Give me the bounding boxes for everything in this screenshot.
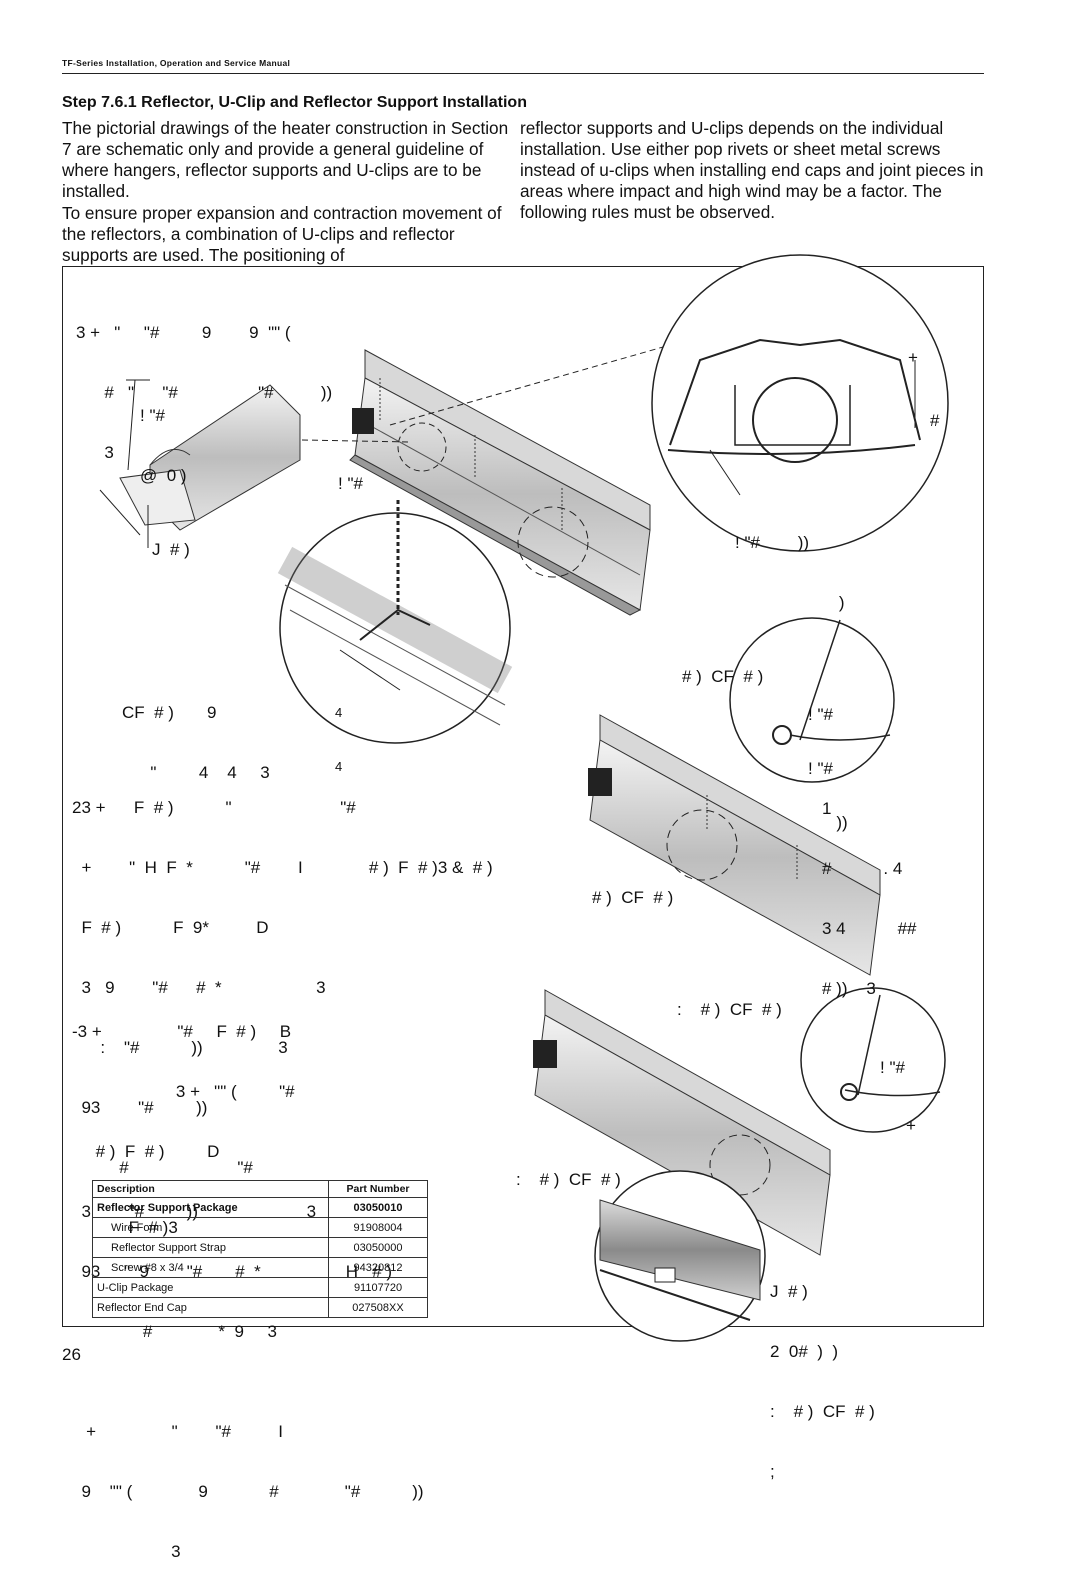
support-section-circle bbox=[651, 254, 949, 552]
support-label-c: ! "# bbox=[880, 1058, 905, 1077]
intro-paragraph-2: To ensure proper expansion and contracti… bbox=[62, 203, 502, 265]
header-part-number: Part Number bbox=[328, 1180, 428, 1198]
installation-drawings bbox=[99, 254, 949, 1342]
end-cap-label: ! "# @ 0 ) bbox=[140, 406, 187, 485]
row-description: Reflector End Cap bbox=[92, 1297, 329, 1318]
table-row: Reflector End Cap 027508XX bbox=[92, 1297, 428, 1318]
intro-paragraph-1: The pictorial drawings of the heater con… bbox=[62, 118, 509, 201]
step-title: Step 7.6.1 Reflector, U-Clip and Reflect… bbox=[62, 94, 527, 111]
hanger-detail-circle bbox=[277, 500, 513, 744]
support-label-b: ! "# )) ) bbox=[735, 533, 845, 612]
row-part-number: 027508XX bbox=[328, 1297, 428, 1318]
row-part-number: 94320812 bbox=[328, 1257, 428, 1278]
table-row: Reflector Support Package 03050010 bbox=[92, 1197, 428, 1218]
header-rule bbox=[62, 73, 984, 74]
row-description: Reflector Support Strap bbox=[92, 1237, 329, 1258]
clip-label-bottom: : # ) CF # ) bbox=[516, 1170, 621, 1189]
row-description: U-Clip Package bbox=[92, 1277, 329, 1298]
end-cap-detail bbox=[99, 379, 301, 548]
dimension-label: 4 4 bbox=[335, 705, 343, 774]
plus-label: + bbox=[906, 1116, 916, 1135]
running-head: TF-Series Installation, Operation and Se… bbox=[62, 58, 291, 68]
clip-label-mid: # ) CF # ) bbox=[682, 667, 764, 686]
intro-right-column: reflector supports and U-clips depends o… bbox=[520, 118, 990, 224]
intro-left-column: The pictorial drawings of the heater con… bbox=[62, 118, 512, 267]
table-row: U-Clip Package 91107720 bbox=[92, 1277, 428, 1298]
row-description: Reflector Support Package bbox=[92, 1197, 329, 1218]
bottom-heater-assembly bbox=[533, 989, 831, 1256]
joint-detail-circle bbox=[594, 1170, 766, 1342]
clip-spacing-label: CF # ) 9 " 4 4 3 bbox=[122, 703, 270, 782]
j-label: J # ) bbox=[152, 540, 190, 559]
header-description: Description bbox=[92, 1180, 329, 1198]
table-header-row: Description Part Number bbox=[92, 1180, 428, 1198]
page-number: 26 bbox=[62, 1345, 81, 1364]
table-row: Wire Form 91908004 bbox=[92, 1217, 428, 1238]
figure-frame bbox=[62, 266, 984, 1327]
row-part-number: 91107720 bbox=[328, 1277, 428, 1298]
clip-detail-circle bbox=[729, 617, 895, 783]
table-row: Reflector Support Strap 03050000 bbox=[92, 1237, 428, 1258]
row-description: Wire Form bbox=[92, 1217, 329, 1238]
clip-label-mid-2: # ) CF # ) bbox=[592, 888, 674, 907]
middle-heater-assembly bbox=[588, 714, 881, 976]
label-block-4-right: J # ) 2 0# ) ) : # ) CF # ) ; bbox=[770, 1282, 875, 1481]
row-description: Screw #8 x 3/4 bbox=[92, 1257, 329, 1278]
parts-table: Description Part Number Reflector Suppor… bbox=[92, 1180, 428, 1318]
top-right-labels: + # bbox=[908, 348, 940, 430]
row-part-number: 03050010 bbox=[328, 1197, 428, 1218]
row-part-number: 91908004 bbox=[328, 1217, 428, 1238]
clip-label-lower: : # ) CF # ) bbox=[677, 1000, 782, 1019]
table-row: Screw #8 x 3/4 94320812 bbox=[92, 1257, 428, 1278]
support-label-a: ! "# bbox=[338, 474, 363, 493]
intro-paragraph-3: reflector supports and U-clips depends o… bbox=[520, 118, 984, 222]
clip-side-labels: ! "# ! "# )) bbox=[808, 705, 848, 832]
top-heater-assembly bbox=[301, 344, 671, 616]
label-block-1: 3 + " "# 9 9 "" ( # " "# "# )) 3 bbox=[76, 323, 333, 462]
lower-clip-circle bbox=[800, 987, 946, 1133]
row-part-number: 03050000 bbox=[328, 1237, 428, 1258]
label-block-2-right: 1 # . 4 3 4 ## # )) 3 bbox=[822, 799, 917, 998]
